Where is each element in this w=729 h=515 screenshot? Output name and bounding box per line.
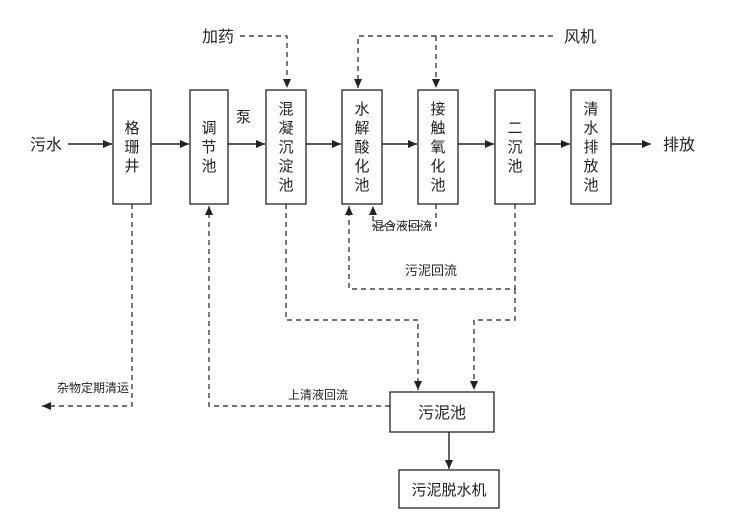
unit-label-char: 井 [124,157,139,175]
unit-label-char: 池 [201,157,216,175]
unit-label-char: 清 [583,100,598,118]
debris-label: 杂物定期清运 [57,380,129,395]
secondary-clarifier-box: 二沉池 [494,89,536,205]
mixed-return-label: 混合液回流 [372,218,432,233]
unit-label-char: 酸 [354,138,369,156]
unit-label-char: 珊 [124,138,139,156]
sludge-tank-label: 污泥池 [418,403,466,422]
dosing-line [240,35,291,88]
unit-label-char: 池 [507,157,522,175]
unit-label-char: 淀 [278,157,293,175]
blower-label: 风机 [564,27,596,46]
sewage-label: 污水 [30,135,62,154]
regulating-tank-label: 调节池 [201,119,216,175]
pump-label: 泵 [236,108,251,126]
unit-label-char: 池 [430,176,445,194]
unit-label-char: 排 [583,138,598,156]
unit-label-char: 接 [430,100,445,118]
sedimentation-sludge-line [285,204,422,390]
unit-label-char: 触 [430,119,445,137]
sludge-tank-box: 污泥池 [389,391,495,433]
unit-label-char: 解 [354,119,369,137]
contact-oxidation-label: 接触氧化池 [430,100,445,194]
dewatering-machine-box: 污泥脱水机 [398,469,500,509]
sludge-return-label: 污泥回流 [405,264,457,279]
unit-label-char: 化 [354,157,369,175]
sludge-return-line [345,204,516,290]
supernatant-return-line [205,206,390,407]
hydrolysis-tank-label: 水解酸化池 [354,100,369,194]
discharge-label: 排放 [663,135,695,154]
hydrolysis-tank-box: 水解酸化池 [341,89,383,205]
debris-removal-line [42,204,133,410]
supernatant-return-label: 上清液回流 [288,387,348,402]
unit-label-char: 氧 [430,138,445,156]
grille-well-box: 格珊井 [112,89,152,205]
blower-line [354,35,553,88]
contact-oxidation-box: 接触氧化池 [417,89,459,205]
unit-label-char: 沉 [507,138,522,156]
unit-label-char: 二 [507,119,522,137]
clarifier-sludge-line [470,289,516,390]
grille-well-label: 格珊井 [124,119,139,175]
dosing-label: 加药 [202,27,234,46]
unit-label-char: 水 [354,100,369,118]
unit-label-char: 混 [278,100,293,118]
unit-label-char: 化 [430,157,445,175]
unit-label-char: 凝 [278,119,293,137]
unit-label-char: 池 [278,176,293,194]
mixed-return-line [369,204,437,227]
clear-water-tank-box: 清水排放池 [570,89,612,205]
unit-label-char: 池 [354,176,369,194]
unit-label-char: 池 [583,176,598,194]
unit-label-char: 沉 [278,138,293,156]
unit-label-char: 水 [583,119,598,137]
coag-sedimentation-label: 混凝沉淀池 [278,100,293,194]
dewatering-machine-label: 污泥脱水机 [411,481,486,499]
unit-label-char: 调 [201,119,216,137]
clear-water-tank-label: 清水排放池 [583,100,598,194]
unit-label-char: 放 [583,157,598,175]
secondary-clarifier-label: 二沉池 [507,119,522,175]
unit-label-char: 节 [201,138,216,156]
coag-sedimentation-box: 混凝沉淀池 [265,89,307,205]
regulating-tank-box: 调节池 [189,89,229,205]
unit-label-char: 格 [124,119,139,137]
